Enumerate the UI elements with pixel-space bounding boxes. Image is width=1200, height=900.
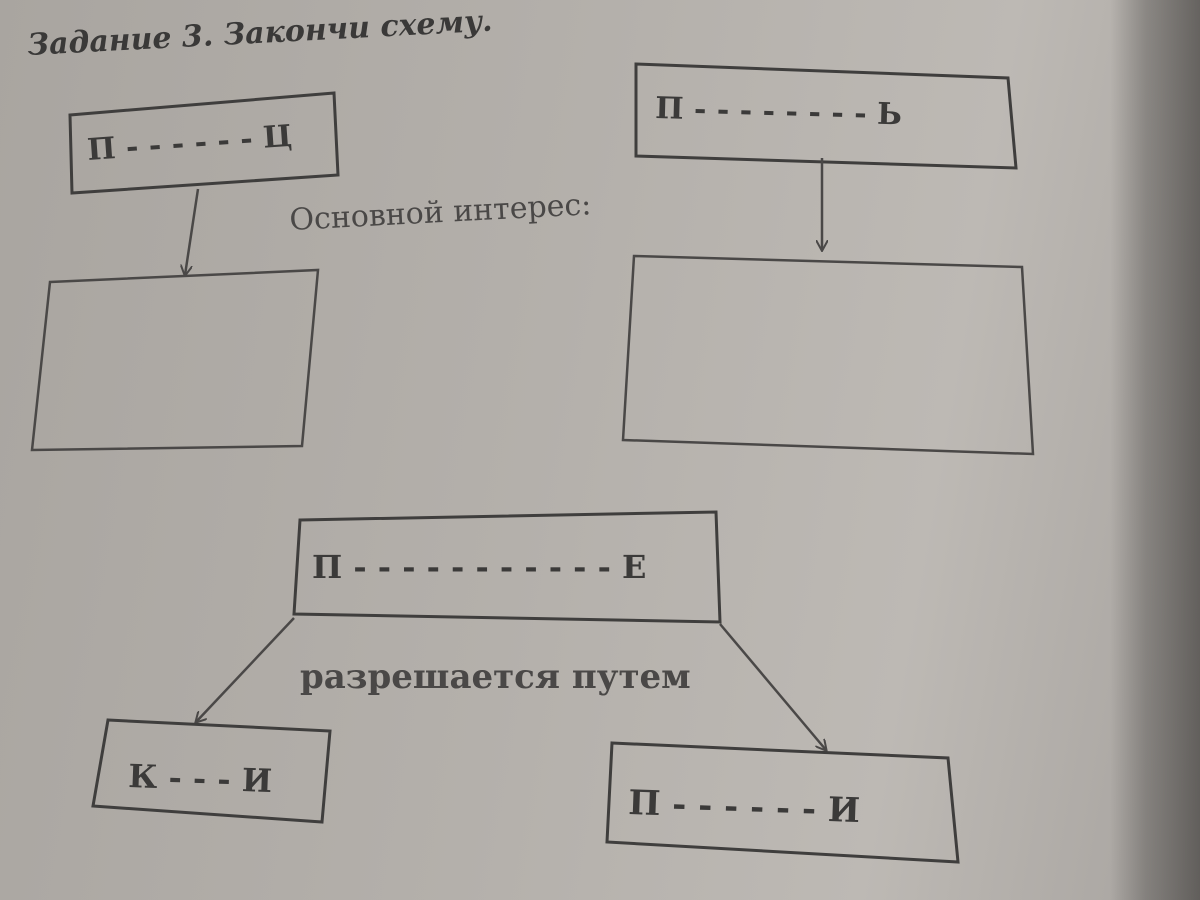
box-top-right-label: П - - - - - - - - Ь [655, 91, 903, 132]
box-top-left [68, 91, 340, 195]
box-top-right [634, 62, 1018, 170]
box-bottom-left-label: К - - - И [128, 757, 273, 800]
box-middle [292, 510, 722, 624]
arrow-middle-to-right [719, 623, 826, 750]
center-label: Основной интерес: [289, 187, 593, 238]
bottom-label: разрешается путем [300, 657, 691, 697]
arrow-middle-to-left [196, 617, 295, 722]
box-bottom-right [605, 741, 960, 864]
task-title: Задание 3. Закончи схему. [27, 4, 494, 63]
box-top-left-label: П - - - - - - Ц [86, 119, 293, 168]
empty-box-left [30, 268, 320, 452]
page-edge-shadow [1110, 0, 1200, 900]
arrow-top-left-down [185, 188, 200, 275]
empty-box-right [621, 254, 1035, 456]
box-bottom-right-label: П - - - - - - И [628, 783, 861, 831]
box-bottom-left [91, 718, 332, 824]
box-middle-label: П - - - - - - - - - - - Е [312, 548, 646, 586]
